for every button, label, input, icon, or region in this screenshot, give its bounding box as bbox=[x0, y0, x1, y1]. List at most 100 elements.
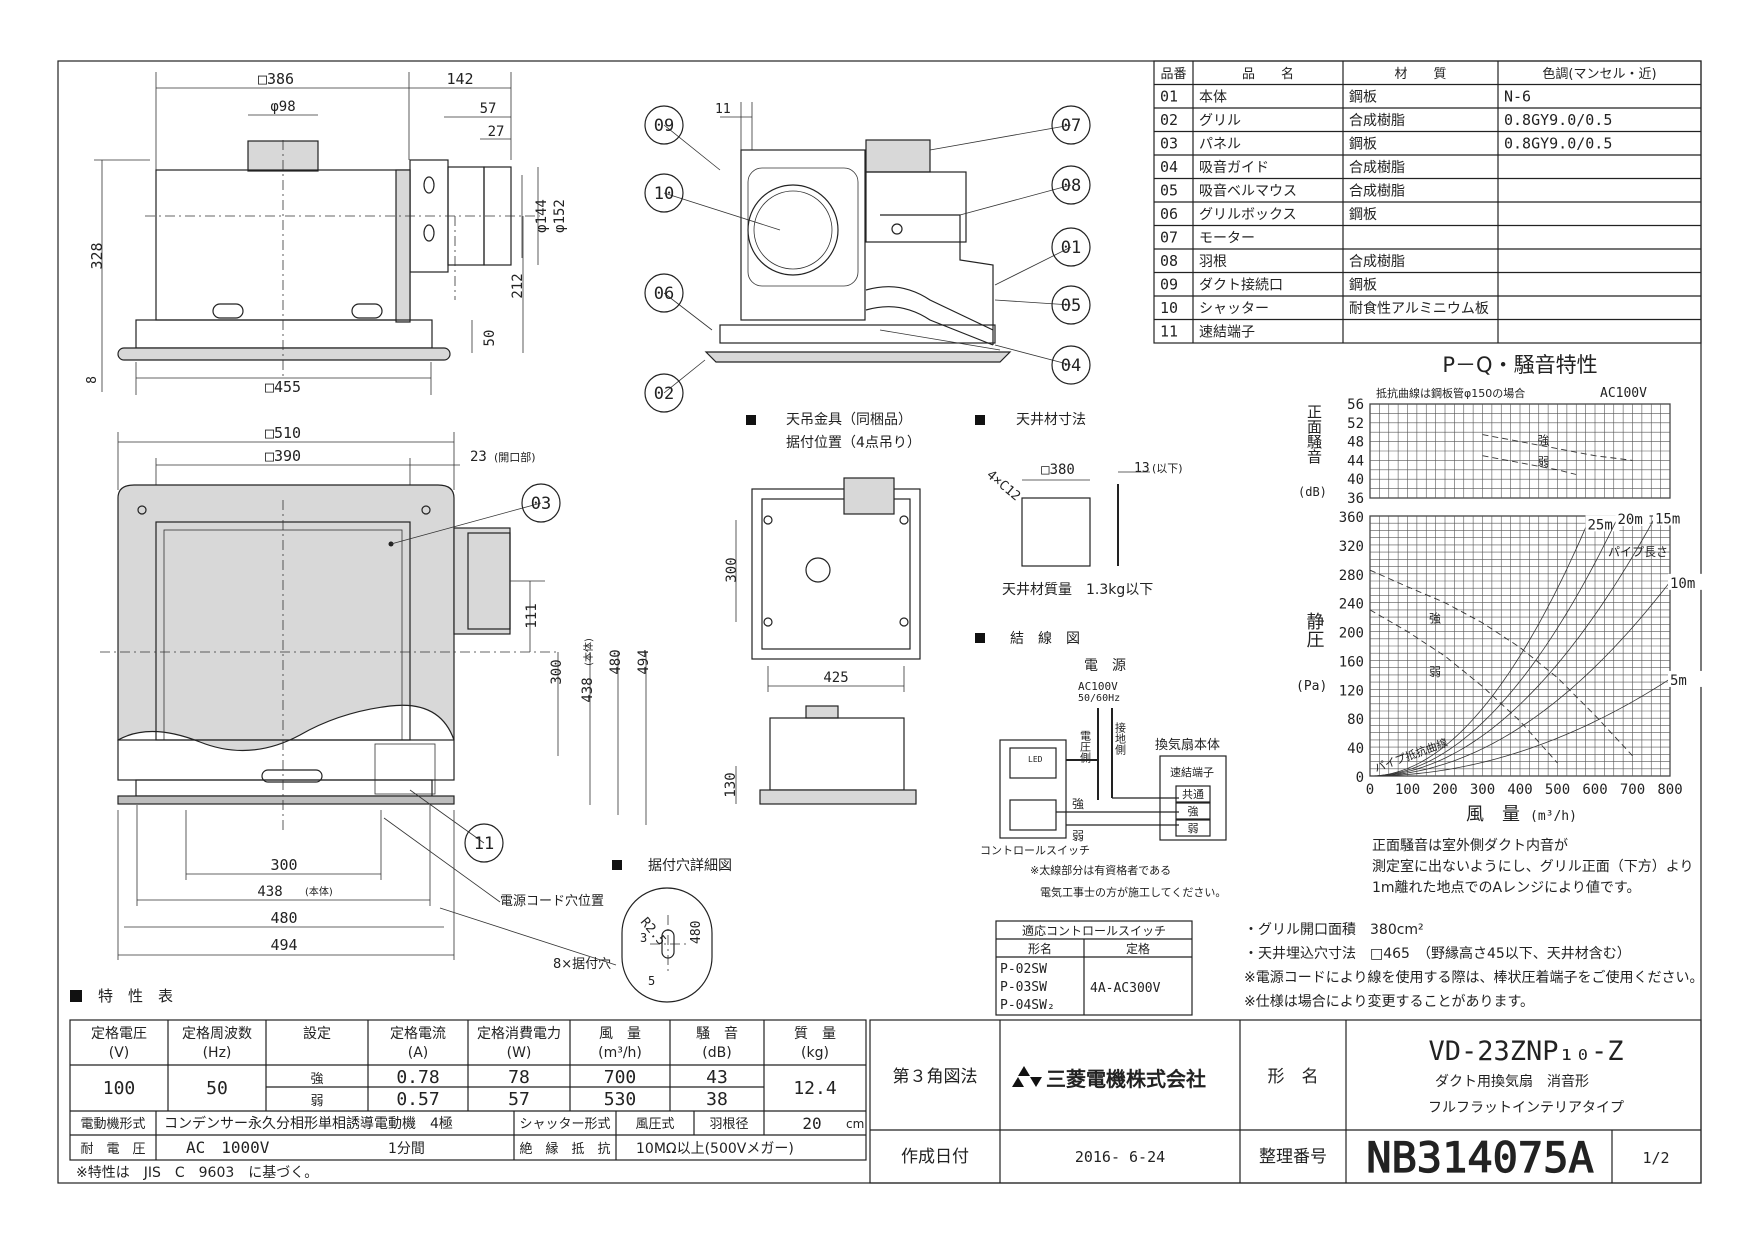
ceiling-dim-4xc12: 4×C12 bbox=[983, 468, 1023, 505]
spec-cell: 43 bbox=[706, 1067, 728, 1088]
pq-ylabel: 静圧 bbox=[1304, 612, 1325, 648]
pq-xlabel: 風 量 bbox=[1466, 804, 1520, 825]
callout-02: 02 bbox=[654, 384, 674, 404]
holedetail-5: 5 bbox=[648, 974, 655, 988]
wiring-note1: ※太線部分は有資格者である bbox=[1030, 863, 1171, 877]
title-block: 第３角図法 三菱電機株式会社 形 名 VD-23ZNP₁₀-Z ダクト用換気扇 … bbox=[869, 1019, 1702, 1184]
switch-model-3: P-04SW₂ bbox=[1000, 998, 1055, 1013]
ceiling-dim-13-note: (以下) bbox=[1152, 462, 1183, 475]
part-material: 鋼板 bbox=[1349, 137, 1377, 153]
callout-03: 03 bbox=[531, 494, 551, 514]
pq-ytick: 240 bbox=[1339, 597, 1364, 613]
noise-ytick: 40 bbox=[1347, 472, 1364, 488]
dim-455: □455 bbox=[265, 378, 301, 396]
note-noise3: 1m離れた地点でのAレンジにより値です。 bbox=[1372, 879, 1640, 896]
pq-ytick: 160 bbox=[1339, 654, 1364, 670]
callout-07: 07 bbox=[1061, 116, 1081, 136]
part-number: 03 bbox=[1160, 135, 1178, 153]
wiring-hz: 50/60Hz bbox=[1078, 693, 1120, 704]
resistance-label: 20m bbox=[1618, 512, 1643, 528]
switch-title: 適応コントロールスイッチ bbox=[1022, 923, 1166, 938]
cord-hole-label: 電源コード穴位置 bbox=[500, 894, 604, 909]
callout-06: 06 bbox=[654, 284, 674, 304]
dim-57: 57 bbox=[480, 101, 497, 117]
pq-series-label: 強 bbox=[1429, 612, 1441, 626]
spec-header: (Hz) bbox=[203, 1045, 232, 1061]
ceiling-dim-380: □380 bbox=[1041, 462, 1075, 478]
resistance-curve bbox=[1369, 523, 1588, 777]
sheet-number: 1/2 bbox=[1642, 1149, 1669, 1167]
spec-cell: 38 bbox=[706, 1089, 728, 1110]
pq-series-line bbox=[1369, 609, 1558, 764]
motor-label: 電動機形式 bbox=[80, 1117, 145, 1132]
spec-title: 特 性 表 bbox=[98, 987, 173, 1005]
wiring-power: 電 源 bbox=[1084, 658, 1126, 674]
company-logo-icon bbox=[1012, 1066, 1042, 1087]
pq-xtick: 300 bbox=[1470, 782, 1495, 798]
dim-438v-note: (本体) bbox=[582, 638, 595, 666]
pq-ytick: 120 bbox=[1339, 683, 1364, 699]
dim-98: φ98 bbox=[270, 99, 295, 115]
switch-rating: 4A-AC300V bbox=[1090, 981, 1161, 996]
pq-xtick: 0 bbox=[1366, 782, 1374, 798]
spec-mass: 12.4 bbox=[793, 1078, 836, 1099]
pq-xtick: 100 bbox=[1395, 782, 1420, 798]
part-name: 吸音ベルマウス bbox=[1199, 183, 1297, 200]
spec-header: (kg) bbox=[801, 1045, 829, 1061]
hole-detail: 据付穴詳細図 R2.5 480 3 5 bbox=[612, 858, 732, 1003]
part-material: 合成樹脂 bbox=[1349, 254, 1405, 270]
pq-yunit: (Pa) bbox=[1296, 679, 1327, 694]
spec-voltage: 100 bbox=[103, 1078, 136, 1099]
part-number: 04 bbox=[1160, 158, 1178, 176]
noise-ytick: 52 bbox=[1347, 416, 1364, 432]
dim-494v: 494 bbox=[636, 649, 652, 674]
side-view: □386 142 φ98 57 27 328 8 φ152 φ144 bbox=[85, 70, 568, 396]
callout-circle bbox=[644, 373, 684, 413]
section-view: 11 bbox=[704, 102, 1012, 363]
resistance-curve bbox=[1369, 517, 1656, 777]
spec-header: (m³/h) bbox=[598, 1045, 642, 1061]
part-number: 11 bbox=[1160, 323, 1178, 341]
noise-yunit: (dB) bbox=[1298, 485, 1327, 499]
spec-cell: 0.57 bbox=[396, 1089, 439, 1110]
part-name: グリルボックス bbox=[1199, 207, 1297, 223]
wiring-terminal: 速結端子 bbox=[1170, 765, 1214, 779]
spec-header: 定格電流 bbox=[390, 1026, 446, 1042]
spec-header: (V) bbox=[109, 1045, 130, 1061]
callout-circle bbox=[1051, 345, 1091, 385]
dim-438v: 438 bbox=[580, 677, 596, 702]
part-material: 鋼板 bbox=[1349, 278, 1377, 294]
wiring-led: LED bbox=[1028, 755, 1043, 764]
wiring-title: 結 線 図 bbox=[1010, 631, 1080, 647]
pq-xtick: 600 bbox=[1582, 782, 1607, 798]
notes: 正面騒音は室外側ダクト内音が 測定室に出ないようにし、グリル正面（下方）より 1… bbox=[1244, 837, 1703, 1010]
part-name: ダクト接続口 bbox=[1199, 277, 1283, 294]
resistance-curve bbox=[1369, 517, 1618, 777]
spec-header: 風 量 bbox=[599, 1026, 641, 1042]
hanger-view: 天吊金具（同梱品） 据付位置（4点吊り） 300 425 130 bbox=[723, 412, 921, 805]
withstand-value: AC 1000V bbox=[186, 1138, 270, 1157]
parts-header: 色調(マンセル・近) bbox=[1542, 66, 1656, 82]
part-color: 0.8GY9.0/0.5 bbox=[1504, 135, 1612, 153]
dim-212: 212 bbox=[510, 273, 526, 298]
dim-11: 11 bbox=[715, 102, 731, 117]
callout-01: 01 bbox=[1061, 238, 1081, 258]
part-name: グリル bbox=[1199, 113, 1241, 129]
part-name: 本体 bbox=[1199, 90, 1227, 106]
part-color: N-6 bbox=[1504, 88, 1531, 106]
dim-142: 142 bbox=[446, 70, 473, 88]
callout-10: 10 bbox=[654, 184, 674, 204]
pq-ytick: 80 bbox=[1347, 712, 1364, 728]
parts-header: 材 質 bbox=[1394, 67, 1446, 82]
part-material: 合成樹脂 bbox=[1349, 160, 1405, 176]
chart-title: P－Q・騒音特性 bbox=[1442, 353, 1597, 377]
parts-header: 品 名 bbox=[1242, 66, 1294, 82]
dim-23: 23 bbox=[470, 449, 487, 465]
blade-value: 20 bbox=[802, 1114, 821, 1133]
model-desc1: ダクト用換気扇 消音形 bbox=[1435, 1073, 1589, 1090]
pq-xunit: (m³/h) bbox=[1530, 809, 1577, 824]
wiring-pressure-side: 電圧側 bbox=[1079, 730, 1092, 763]
insulation-value: 10MΩ以上(500Vメガー) bbox=[636, 1141, 794, 1157]
